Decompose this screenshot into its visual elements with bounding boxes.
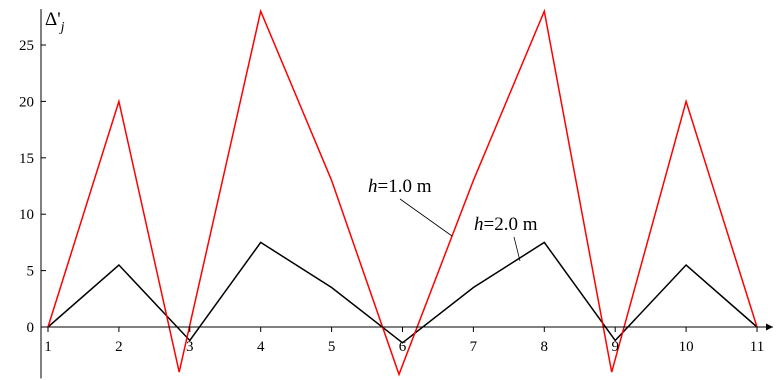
x-tick-label: 7: [470, 339, 478, 355]
y-tick-label: 10: [19, 207, 34, 223]
x-tick-label: 6: [399, 339, 407, 355]
series-label-2: h=2.0 m: [474, 214, 538, 235]
x-tick-label: 9: [611, 339, 619, 355]
series-label-1: h=1.0 m: [368, 176, 432, 197]
series-line-1: [47, 8, 758, 377]
y-tick-label: 25: [19, 38, 34, 54]
series-layer: [47, 8, 758, 377]
x-tick-label: 11: [750, 339, 764, 355]
x-tick-label: 8: [541, 339, 549, 355]
y-tick-label: 15: [19, 151, 34, 167]
x-tick-label: 4: [257, 339, 265, 355]
x-tick-label: 3: [186, 339, 194, 355]
y-axis-title: Δ'j: [45, 9, 65, 35]
annotation-leader-2: [513, 236, 521, 262]
x-tick-label: 5: [328, 339, 336, 355]
annotation-leader-1: [399, 198, 453, 237]
x-axis-arrow: [766, 323, 773, 331]
x-tick-label: 2: [115, 339, 123, 355]
y-tick-label: 0: [27, 320, 35, 336]
x-tick-label: 10: [679, 339, 694, 355]
axes-layer: 0 5 10 15 20 25 1 2 3 4 5 6 7 8 9 10 11 Δ'j: [19, 9, 773, 379]
x-tick-label: 1: [44, 339, 52, 355]
y-tick-label: 5: [27, 264, 35, 280]
y-tick-label: 20: [19, 94, 34, 110]
annotation-layer: h=1.0 m h=2.0 m: [368, 176, 538, 262]
